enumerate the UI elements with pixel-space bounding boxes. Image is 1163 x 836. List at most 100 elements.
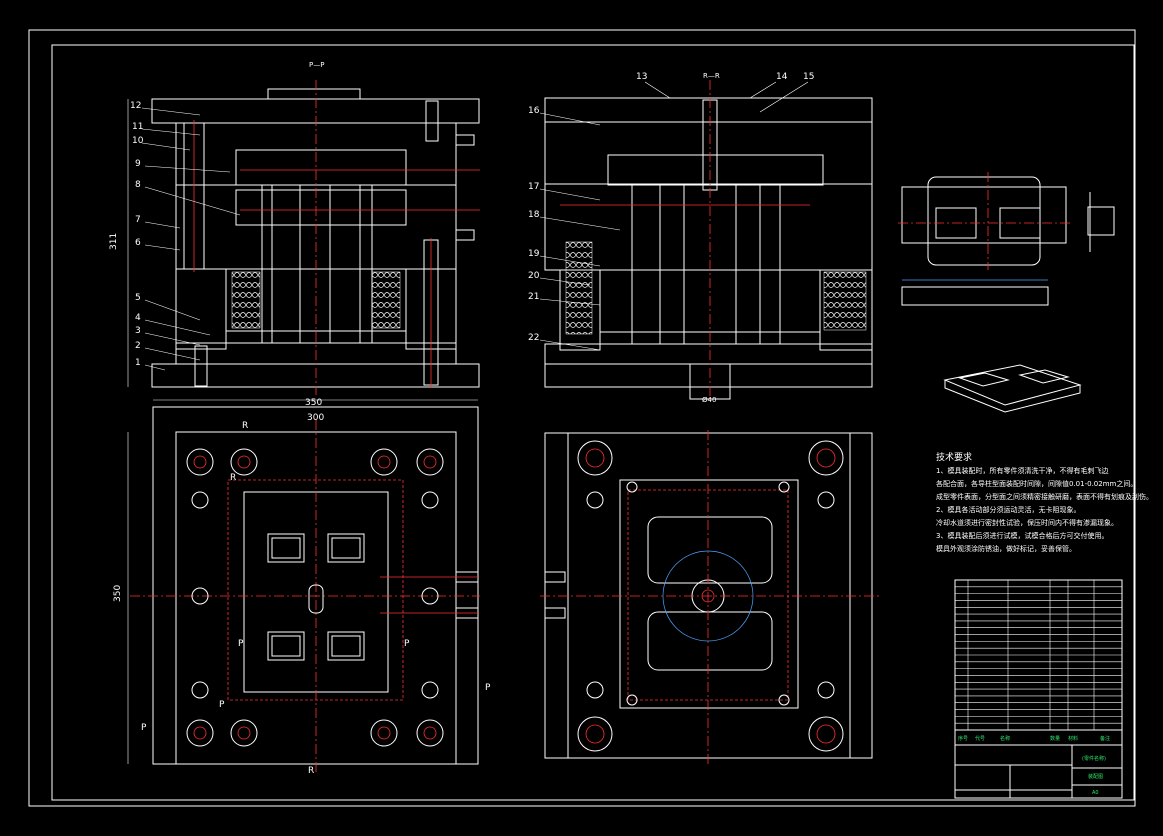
svg-text:9: 9 (135, 159, 141, 169)
title-header-cols: 序号 代号 名称 数量 材料 备注 (958, 735, 1110, 742)
cavity-2 (327, 533, 365, 563)
dim-width-300: 300 (307, 413, 324, 423)
hot-runner-zone (607, 154, 824, 186)
top-clamp-plate (151, 98, 480, 124)
cavity-insert-zone (235, 149, 407, 186)
dim-side-350: 350 (113, 585, 123, 602)
core-insert-zone (235, 189, 407, 226)
svg-text:21: 21 (528, 292, 539, 302)
socket-screw-bottom (194, 345, 208, 387)
svg-text:17: 17 (528, 182, 539, 192)
top-clamp-plate-rr (544, 97, 873, 123)
return-spring-right (371, 271, 401, 329)
bom-rows (955, 580, 1122, 730)
cavity-4 (327, 631, 365, 661)
svg-text:18: 18 (528, 210, 540, 220)
title-block[interactable]: 序号 代号 名称 数量 材料 备注 (零件名称) 装配图 A0 (954, 729, 1123, 799)
svg-text:1: 1 (135, 358, 141, 368)
cooling-fitting-5 (544, 571, 566, 583)
part-top-view (901, 186, 1067, 244)
svg-text:2: 2 (135, 341, 141, 351)
dim-diameter: Ø40 (702, 396, 716, 404)
part-callouts-left: 12 11 10 9 8 7 6 5 4 3 2 1 (130, 101, 241, 371)
part-callouts-right: 16 17 18 19 20 21 22 (528, 106, 621, 351)
section-rr-view[interactable]: R—R Ø40 16 17 18 19 20 (528, 72, 873, 404)
return-spring-rr-left (565, 241, 593, 335)
tech-req-line-3: 成型零件表面，分型面之间须精密接触研磨，表面不得有划痕及刮伤。 (936, 492, 1153, 501)
socket-screw-top (425, 100, 439, 142)
svg-text:10: 10 (132, 136, 144, 146)
guide-bushings-left (186, 448, 444, 747)
bottom-clamp-plate-rr (544, 363, 873, 388)
core-plate-rr (544, 183, 873, 271)
dim-width-350: 350 (305, 398, 322, 408)
dim-height-311: 311 (109, 233, 119, 250)
tech-req-line-2: 各配合面，各导柱型面装配时间隙，间隙值0.01-0.02mm之间。 (936, 479, 1137, 488)
inner-frame (51, 44, 1135, 801)
tech-req-line-4: 2、模具各活动部分须运动灵活，无卡阻现象。 (936, 505, 1080, 514)
part-detail-views[interactable] (898, 172, 1115, 413)
section-pp-view[interactable]: P—P (109, 61, 480, 395)
svg-text:P: P (219, 700, 225, 710)
svg-text:13: 13 (636, 72, 647, 82)
svg-text:R: R (230, 473, 236, 483)
moving-half-plan-view[interactable]: 350 300 350 (113, 398, 491, 776)
svg-text:名称: 名称 (1000, 735, 1010, 742)
svg-text:14: 14 (776, 72, 788, 82)
title-block-frame (954, 729, 1123, 799)
svg-text:R: R (242, 421, 248, 431)
ejector-retainer-rr (544, 343, 873, 365)
section-pp-label: P—P (309, 61, 324, 69)
svg-text:序号: 序号 (958, 735, 968, 742)
cavity-3 (267, 631, 305, 661)
drawing-title: 装配图 (1088, 773, 1103, 780)
svg-text:P: P (485, 683, 491, 693)
tech-req-line-5: 冷却水道须进行密封性试验，保压时间内不得有渗漏现象。 (936, 518, 1118, 527)
cooling-fitting-1 (455, 134, 475, 146)
spacer-block-left (175, 268, 227, 350)
cooling-fitting-2 (455, 229, 475, 241)
cooling-channel-upper (647, 516, 773, 584)
part-isometric (943, 364, 1082, 406)
part-callouts-top: 13 14 15 (636, 72, 814, 113)
svg-text:20: 20 (528, 271, 540, 281)
svg-text:P: P (238, 639, 244, 649)
tech-req-line-7: 模具外观须涂防锈油，做好标记，妥善保管。 (936, 544, 1076, 553)
svg-text:12: 12 (130, 101, 141, 111)
svg-text:22: 22 (528, 333, 539, 343)
cavity-1 (267, 533, 305, 563)
technical-requirements[interactable]: 技术要求 1、模具装配时，所有零件须清洗干净，不得有毛刺飞边 各配合面，各导柱型… (936, 451, 1153, 553)
part-side-view (1087, 206, 1115, 236)
return-spring-rr-right (823, 271, 867, 331)
bottom-clamp-plate (151, 363, 480, 388)
section-rr-label: R—R (703, 72, 720, 80)
bill-of-materials[interactable] (954, 579, 1123, 731)
outer-frame (28, 29, 1136, 807)
svg-text:11: 11 (132, 122, 143, 132)
svg-text:代号: 代号 (975, 735, 985, 742)
ejector-pins-pp (261, 185, 373, 343)
return-spring-left (231, 271, 261, 329)
svg-text:7: 7 (135, 215, 141, 225)
svg-text:16: 16 (528, 106, 540, 116)
plan-right-outer (544, 432, 873, 759)
runner-slot (308, 584, 324, 614)
tech-req-title: 技术要求 (936, 451, 972, 463)
svg-text:19: 19 (528, 249, 540, 259)
svg-text:材料: 材料 (1068, 735, 1078, 742)
tech-req-line-1: 1、模具装配时，所有零件须清洗干净，不得有毛刺飞边 (936, 466, 1108, 475)
svg-text:P: P (141, 723, 147, 733)
svg-text:5: 5 (135, 293, 141, 303)
svg-text:备注: 备注 (1100, 735, 1110, 742)
project-name: (零件名称) (1082, 755, 1106, 762)
tech-req-line-6: 3、模具装配后须进行试模，试模合格后方可交付使用。 (936, 531, 1108, 540)
svg-text:P: P (404, 639, 410, 649)
section-marks: R R P P P P R P (141, 421, 491, 776)
svg-text:8: 8 (135, 180, 141, 190)
guide-bushings-right (577, 440, 844, 752)
plan-right-inner (567, 432, 851, 759)
svg-text:6: 6 (135, 238, 141, 248)
fixed-half-plan-view[interactable] (540, 430, 880, 765)
svg-text:4: 4 (135, 313, 141, 323)
